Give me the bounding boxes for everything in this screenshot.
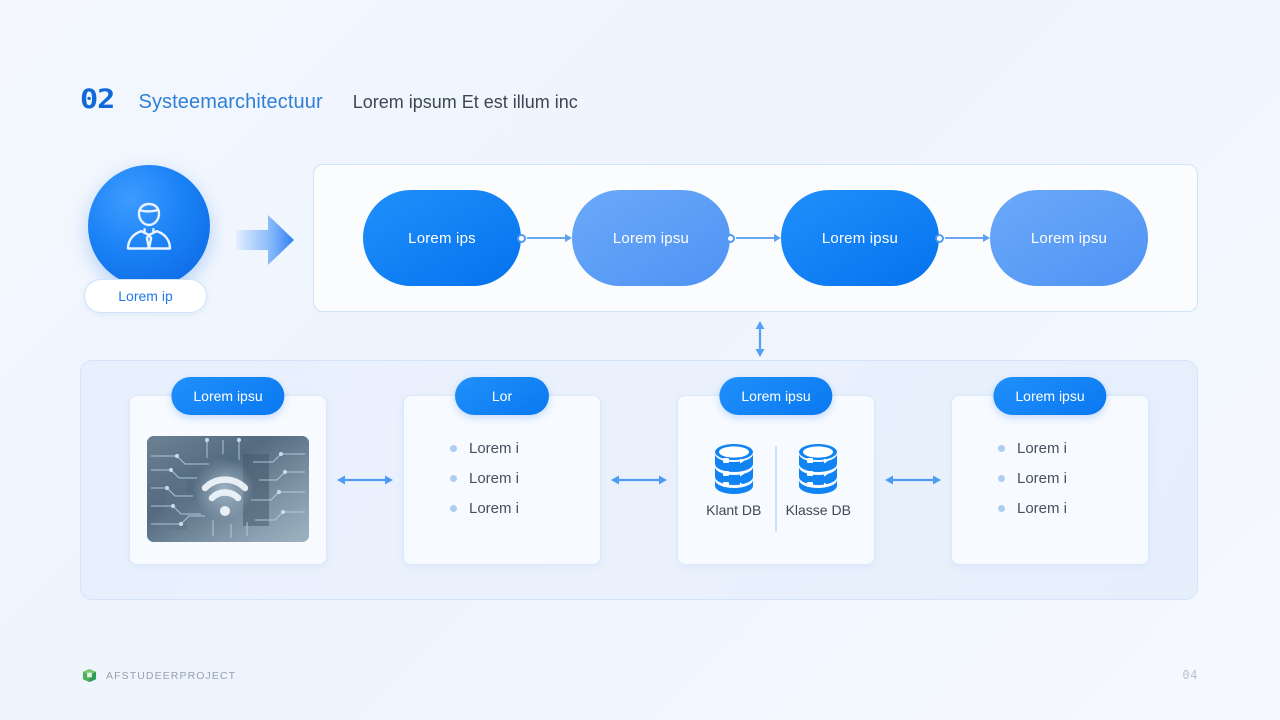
list-item: Lorem i xyxy=(998,470,1148,487)
card-link-arrow-1 xyxy=(327,472,403,488)
component-card-bullets-1[interactable]: Lor Lorem i Lorem i Lorem i xyxy=(403,377,601,565)
bullet-dot-icon xyxy=(998,475,1005,482)
database-divider xyxy=(775,446,777,532)
section-number: 02 xyxy=(80,84,115,115)
database-icon xyxy=(714,444,753,494)
process-flow-row: Lorem ips Lorem ipsu Lorem ipsu xyxy=(314,165,1197,311)
footer-brand-label: AFSTUDEERPROJECT xyxy=(106,669,237,682)
list-item: Lorem i xyxy=(450,470,600,487)
bullet-dot-icon xyxy=(450,475,457,482)
list-item: Lorem i xyxy=(450,500,600,517)
footer-brand: AFSTUDEERPROJECT xyxy=(82,668,236,683)
list-item-label: Lorem i xyxy=(469,470,520,487)
database-icon xyxy=(799,444,838,494)
component-card-image[interactable]: Lorem ipsu xyxy=(129,377,327,565)
component-cards-row: Lorem ipsu xyxy=(81,361,1197,599)
list-item: Lorem i xyxy=(998,500,1148,517)
flow-node-2-label: Lorem ipsu xyxy=(612,229,690,247)
bullet-dot-icon xyxy=(450,505,457,512)
bullet-dot-icon xyxy=(450,445,457,452)
bullet-dot-icon xyxy=(998,505,1005,512)
list-item-label: Lorem i xyxy=(469,440,520,457)
database-group: Klant DB xyxy=(692,442,860,532)
card-4-badge: Lorem ipsu xyxy=(993,377,1107,415)
card-3-badge: Lorem ipsu xyxy=(719,377,833,415)
flow-node-1[interactable]: Lorem ips xyxy=(363,190,521,286)
actor-label-pill: Lorem ip xyxy=(84,279,207,313)
list-item-label: Lorem i xyxy=(469,500,520,517)
card-link-arrow-3 xyxy=(875,472,951,488)
list-item-label: Lorem i xyxy=(1017,500,1068,517)
database-item-1: Klant DB xyxy=(692,442,775,518)
bullet-dot-icon xyxy=(998,445,1005,452)
page-title: Systeemarchitectuur xyxy=(138,91,323,113)
flow-connector-3 xyxy=(935,231,990,245)
database-label-2: Klasse DB xyxy=(785,502,851,518)
connector-line xyxy=(527,237,565,239)
vertical-double-arrow-icon xyxy=(748,320,772,358)
card-2-bullet-list: Lorem i Lorem i Lorem i xyxy=(404,436,600,530)
page-header: 02 Systeemarchitectuur Lorem ipsum Et es… xyxy=(80,84,578,115)
flow-node-3-label: Lorem ipsu xyxy=(821,229,899,247)
page-number: 04 xyxy=(1182,668,1198,682)
connector-dot-icon xyxy=(935,233,944,243)
database-item-2: Klasse DB xyxy=(777,442,860,518)
connector-line xyxy=(945,237,983,239)
flow-node-4-label: Lorem ipsu xyxy=(1030,229,1108,247)
component-card-databases[interactable]: Lorem ipsu xyxy=(677,377,875,565)
card-link-arrow-2 xyxy=(601,472,677,488)
connector-arrowhead-icon xyxy=(774,234,781,242)
list-item: Lorem i xyxy=(450,440,600,457)
card-1-badge: Lorem ipsu xyxy=(171,377,285,415)
flow-node-3[interactable]: Lorem ipsu xyxy=(781,190,939,286)
user-avatar-icon xyxy=(126,202,172,250)
actor-block: Lorem ip xyxy=(84,165,214,313)
flow-node-4[interactable]: Lorem ipsu xyxy=(990,190,1148,286)
page-subtitle: Lorem ipsum Et est illum inc xyxy=(352,92,578,112)
list-item-label: Lorem i xyxy=(1017,470,1068,487)
card-4-bullet-list: Lorem i Lorem i Lorem i xyxy=(952,436,1148,530)
circuit-board-wifi-image xyxy=(147,436,309,542)
connector-dot-icon xyxy=(726,233,735,243)
connector-line xyxy=(736,237,774,239)
flow-connector-2 xyxy=(726,231,781,245)
card-2-badge: Lor xyxy=(455,377,549,415)
flow-node-2[interactable]: Lorem ipsu xyxy=(572,190,730,286)
connector-dot-icon xyxy=(517,233,526,243)
flow-node-1-label: Lorem ips xyxy=(408,229,476,247)
brand-logo-icon xyxy=(82,668,97,683)
process-flow-panel: Lorem ips Lorem ipsu Lorem ipsu xyxy=(313,164,1198,312)
database-label-1: Klant DB xyxy=(706,502,762,518)
list-item: Lorem i xyxy=(998,440,1148,457)
flow-connector-1 xyxy=(517,231,572,245)
connector-arrowhead-icon xyxy=(565,234,572,242)
list-item-label: Lorem i xyxy=(1017,440,1068,457)
avatar xyxy=(88,165,210,287)
flow-entry-arrow-icon xyxy=(234,207,296,273)
component-card-bullets-2[interactable]: Lorem ipsu Lorem i Lorem i Lorem i xyxy=(951,377,1149,565)
connector-arrowhead-icon xyxy=(983,234,990,242)
components-panel: Lorem ipsu xyxy=(80,360,1198,600)
